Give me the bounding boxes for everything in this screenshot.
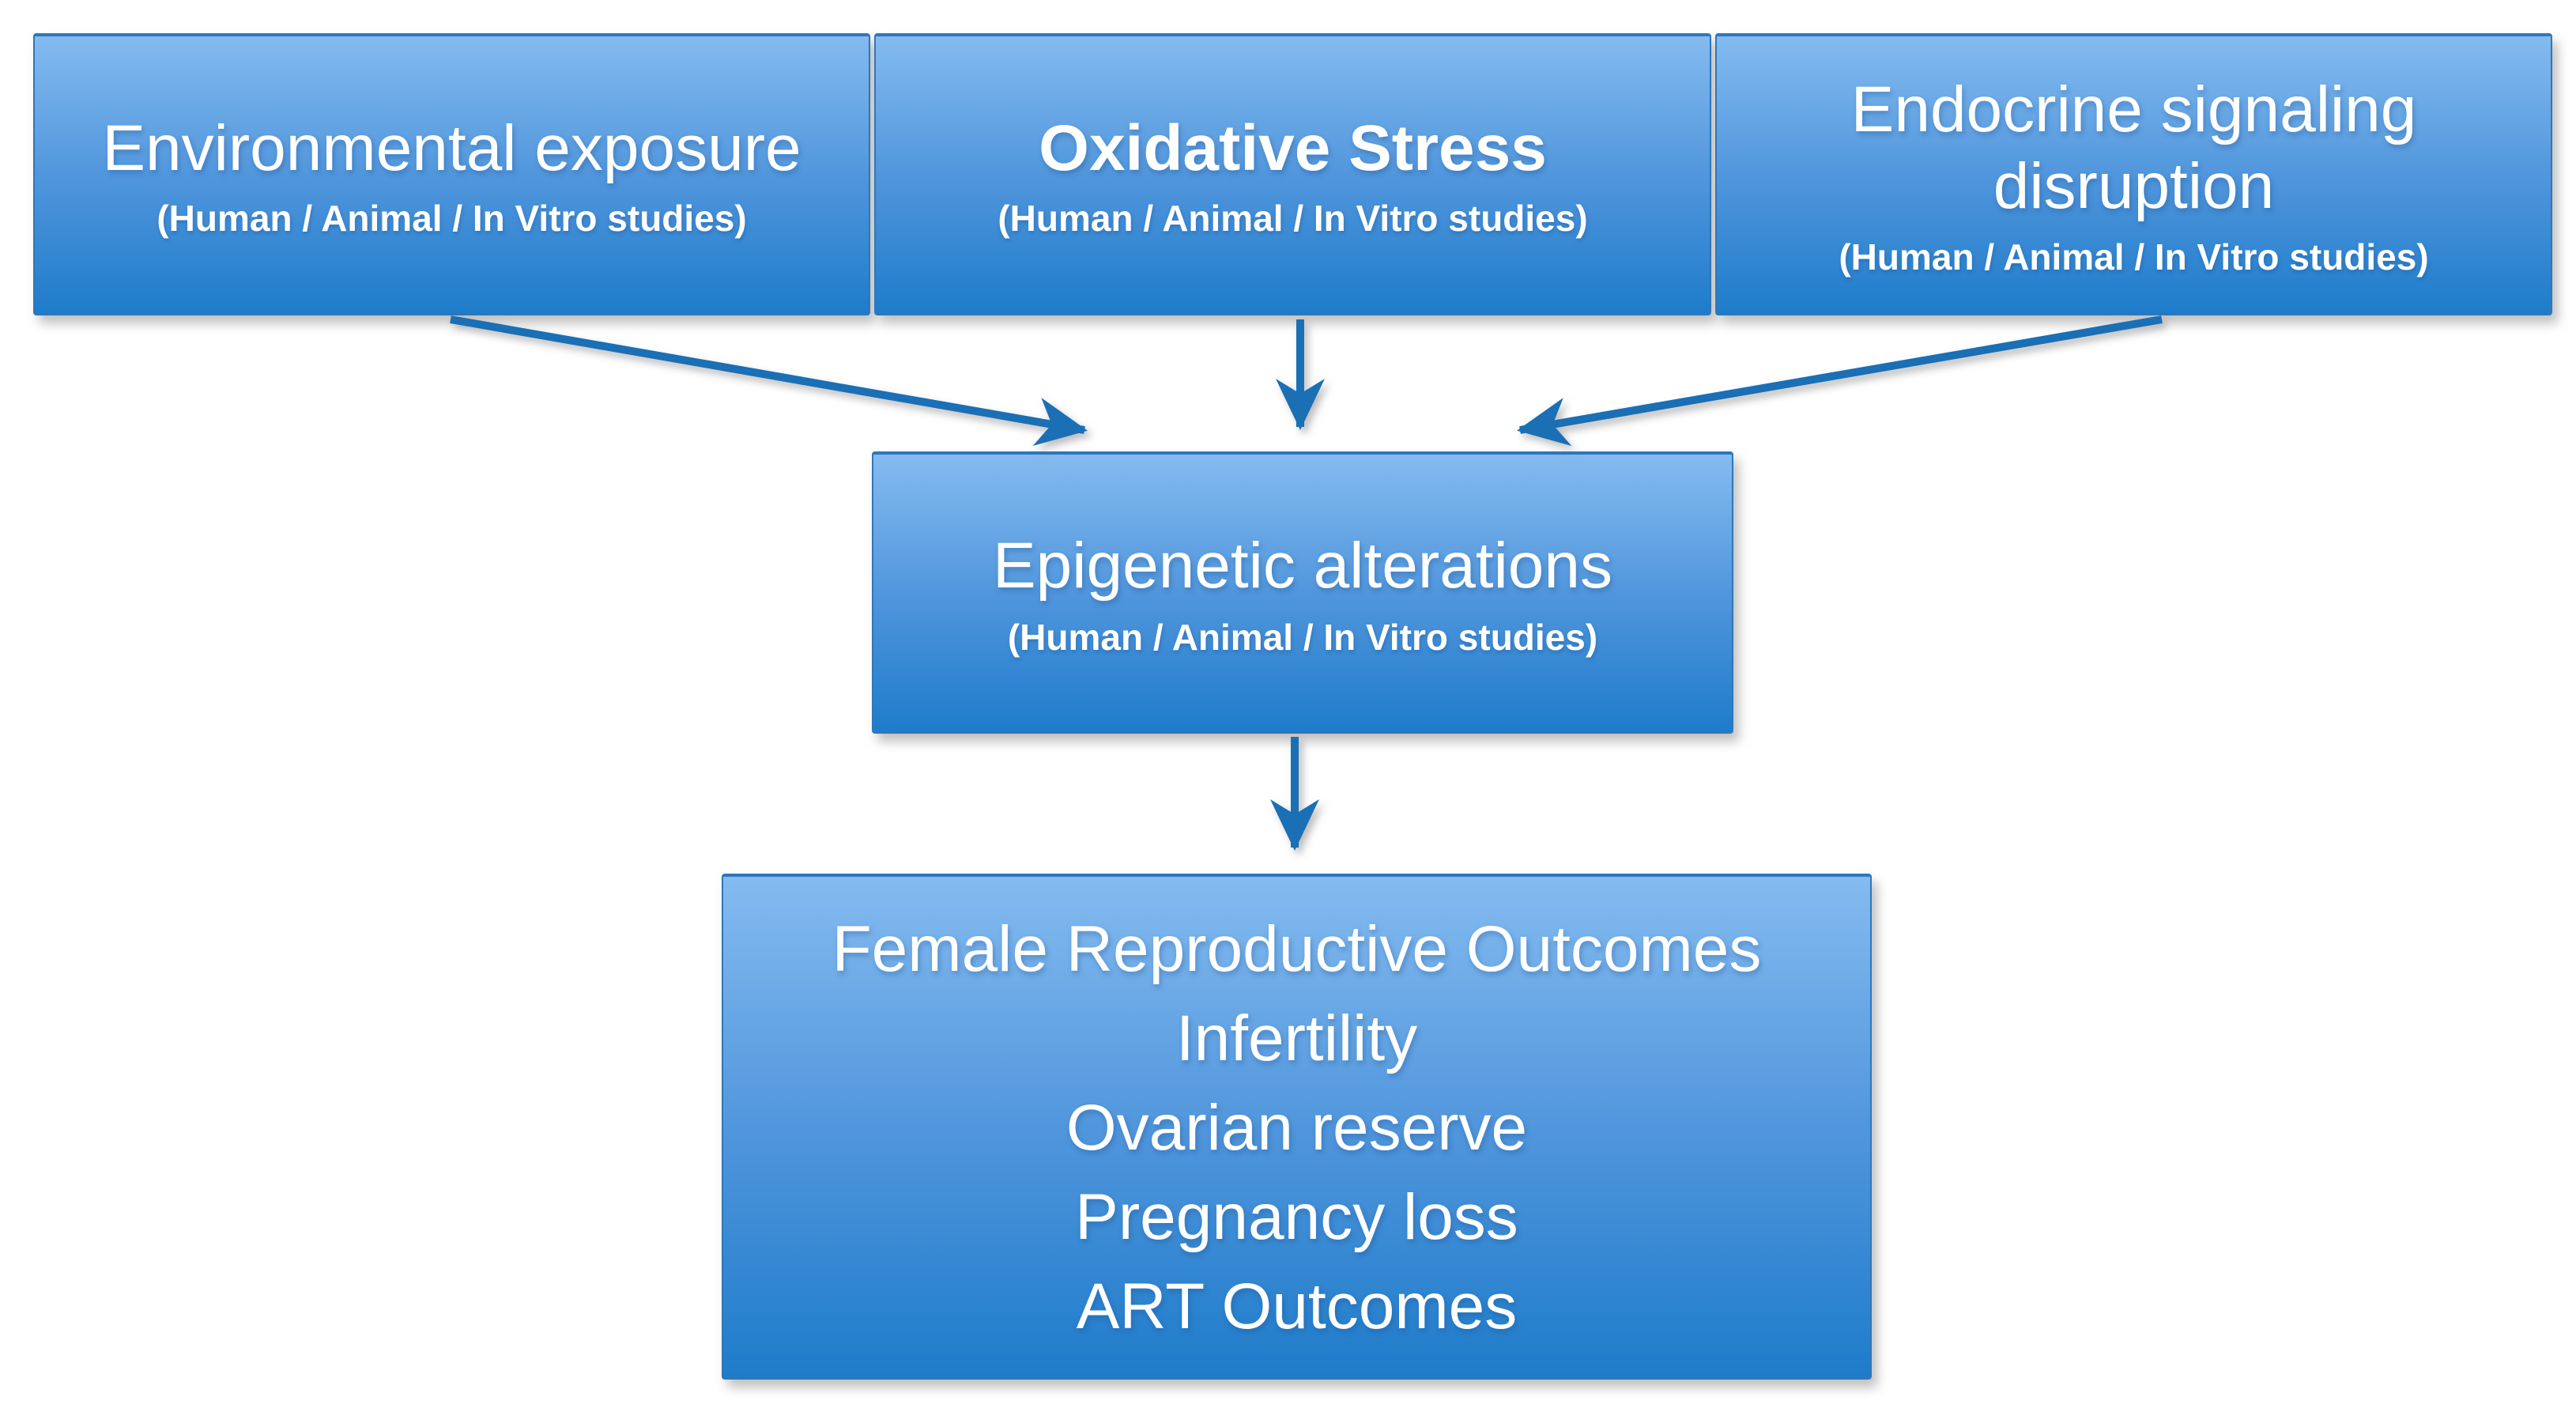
- top-row: Environmental exposure (Human / Animal /…: [33, 33, 2552, 315]
- box-endocrine-signaling-disruption: Endocrine signaling disruption (Human / …: [1715, 33, 2552, 315]
- arrow-endocrine-to-epigenetic: [1517, 315, 2163, 447]
- box-environmental-exposure-title: Environmental exposure: [102, 111, 801, 184]
- box-epigenetic-alterations: Epigenetic alterations (Human / Animal /…: [872, 451, 1733, 734]
- box-environmental-exposure: Environmental exposure (Human / Animal /…: [33, 33, 870, 315]
- box-oxidative-stress-subtitle: (Human / Animal / In Vitro studies): [998, 198, 1588, 240]
- outcome-line-pregnancy-loss: Pregnancy loss: [1075, 1180, 1518, 1253]
- box-endocrine-signaling-disruption-subtitle: (Human / Animal / In Vitro studies): [1839, 236, 2429, 277]
- box-oxidative-stress: Oxidative Stress (Human / Animal / In Vi…: [874, 33, 1711, 315]
- arrow-environmental-to-epigenetic: [450, 315, 1088, 447]
- outcome-line-infertility: Infertility: [1175, 1002, 1418, 1074]
- outcome-line-ovarian-reserve: Ovarian reserve: [1065, 1091, 1528, 1164]
- box-female-reproductive-outcomes: Female Reproductive Outcomes Infertility…: [722, 874, 1872, 1380]
- box-endocrine-signaling-disruption-title: Endocrine signaling disruption: [1850, 74, 2417, 223]
- box-epigenetic-alterations-title: Epigenetic alterations: [992, 529, 1613, 602]
- box-oxidative-stress-title: Oxidative Stress: [1039, 111, 1547, 184]
- box-epigenetic-alterations-subtitle: (Human / Animal / In Vitro studies): [1007, 617, 1598, 659]
- outcome-line-art-outcomes: ART Outcomes: [1076, 1270, 1518, 1342]
- box-environmental-exposure-subtitle: (Human / Animal / In Vitro studies): [157, 198, 747, 240]
- outcome-line-female-reproductive-outcomes: Female Reproductive Outcomes: [832, 912, 1762, 985]
